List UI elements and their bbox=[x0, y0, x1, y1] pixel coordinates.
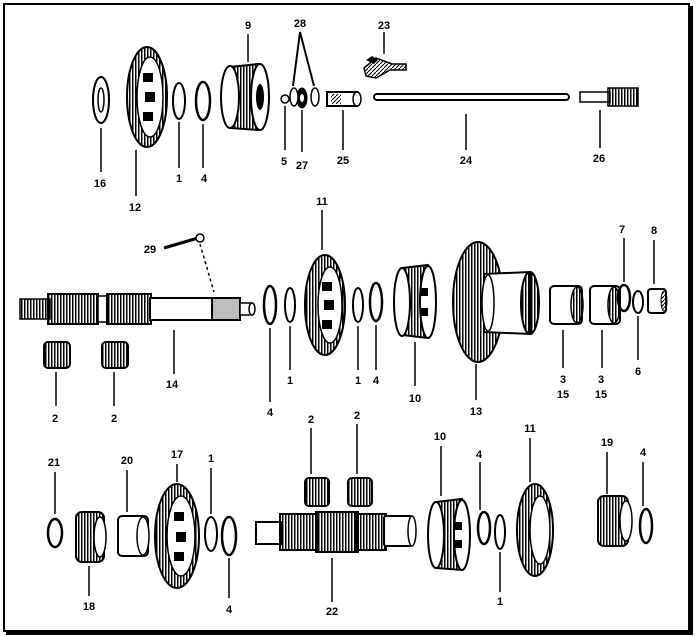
part-10-gear bbox=[393, 263, 437, 340]
label-15: 15 bbox=[595, 389, 607, 401]
part-6-ring bbox=[632, 290, 644, 314]
part-1-snap-ring bbox=[494, 514, 506, 550]
label-25: 25 bbox=[337, 155, 349, 167]
label-4: 4 bbox=[226, 604, 233, 616]
label-21: 21 bbox=[48, 457, 60, 469]
label-1: 1 bbox=[208, 453, 214, 465]
part-25-push-rod-guide bbox=[326, 91, 362, 107]
part-17-gear bbox=[154, 483, 200, 589]
part-5-ball bbox=[280, 94, 290, 104]
label-4: 4 bbox=[373, 375, 380, 387]
part-9-gear bbox=[220, 62, 270, 132]
part-18-gear bbox=[75, 511, 107, 563]
part-4-washer bbox=[194, 80, 212, 122]
part-29-pin bbox=[163, 233, 215, 293]
label-20: 20 bbox=[121, 455, 133, 467]
part-1-snap-ring bbox=[172, 82, 186, 120]
label-1: 1 bbox=[287, 375, 293, 387]
label-24: 24 bbox=[460, 155, 473, 167]
part-26-worm-screw bbox=[579, 87, 639, 107]
part-24-push-rod bbox=[373, 93, 570, 101]
part-2-needle-bearing bbox=[347, 477, 373, 507]
label-11: 11 bbox=[524, 423, 536, 435]
part-3-15-bearing bbox=[549, 285, 584, 325]
callout-labels: 23 28 9 16 12 1 4 5 27 25 24 26 11 29 7 … bbox=[48, 18, 657, 618]
part-1-snap-ring bbox=[284, 287, 296, 323]
label-11: 11 bbox=[316, 196, 328, 208]
label-23: 23 bbox=[378, 20, 390, 32]
label-18: 18 bbox=[83, 601, 95, 613]
label-8: 8 bbox=[651, 225, 657, 237]
label-7: 7 bbox=[619, 224, 625, 236]
label-27: 27 bbox=[296, 160, 308, 172]
label-14: 14 bbox=[166, 379, 179, 391]
label-19: 19 bbox=[601, 437, 613, 449]
part-4-washer bbox=[262, 284, 278, 326]
part-20-bushing bbox=[117, 515, 150, 557]
label-4: 4 bbox=[267, 407, 274, 419]
label-2: 2 bbox=[52, 413, 58, 425]
label-22: 22 bbox=[326, 606, 338, 618]
label-4: 4 bbox=[201, 173, 208, 185]
part-2-needle-bearing bbox=[101, 341, 129, 369]
part-28-spring-washer bbox=[289, 87, 320, 107]
part-1-snap-ring bbox=[204, 516, 218, 552]
part-1-snap-ring bbox=[352, 287, 364, 323]
part-4-washer bbox=[476, 510, 492, 546]
part-4-washer bbox=[220, 515, 238, 557]
label-26: 26 bbox=[593, 153, 605, 165]
label-2: 2 bbox=[354, 410, 360, 422]
part-2-needle-bearing bbox=[43, 341, 71, 369]
label-3: 3 bbox=[598, 374, 604, 386]
part-11-gear bbox=[304, 254, 346, 356]
part-3-15-bearing bbox=[589, 285, 621, 325]
part-8-bushing bbox=[647, 288, 668, 314]
part-10-gear bbox=[427, 497, 471, 572]
label-10: 10 bbox=[434, 431, 446, 443]
label-15: 15 bbox=[557, 389, 569, 401]
label-1: 1 bbox=[176, 173, 182, 185]
part-23-clutch-lever bbox=[363, 56, 407, 79]
part-22-countershaft bbox=[255, 511, 417, 553]
label-29: 29 bbox=[144, 244, 156, 256]
part-21-washer bbox=[46, 517, 64, 549]
label-1: 1 bbox=[497, 596, 503, 608]
label-2: 2 bbox=[111, 413, 117, 425]
label-4: 4 bbox=[640, 447, 647, 459]
label-17: 17 bbox=[171, 449, 183, 461]
label-6: 6 bbox=[635, 366, 641, 378]
label-12: 12 bbox=[129, 202, 141, 214]
part-13-gear-hub bbox=[452, 241, 540, 363]
label-1: 1 bbox=[355, 375, 361, 387]
part-4-washer bbox=[368, 281, 384, 323]
part-14-mainshaft bbox=[19, 293, 256, 325]
label-3: 3 bbox=[560, 374, 566, 386]
label-28: 28 bbox=[294, 18, 306, 30]
label-13: 13 bbox=[470, 406, 482, 418]
part-2-needle-bearing bbox=[304, 477, 330, 507]
label-9: 9 bbox=[245, 20, 251, 32]
label-16: 16 bbox=[94, 178, 106, 190]
label-4: 4 bbox=[476, 449, 483, 461]
part-19-gear bbox=[597, 495, 633, 547]
part-11-gear bbox=[516, 483, 554, 577]
part-12-gear bbox=[126, 46, 168, 148]
label-10: 10 bbox=[409, 393, 421, 405]
label-5: 5 bbox=[281, 156, 287, 168]
part-4-washer bbox=[638, 507, 654, 545]
label-2: 2 bbox=[308, 414, 314, 426]
part-7-washer bbox=[616, 283, 632, 313]
part-16-thrust-washer bbox=[92, 76, 110, 124]
